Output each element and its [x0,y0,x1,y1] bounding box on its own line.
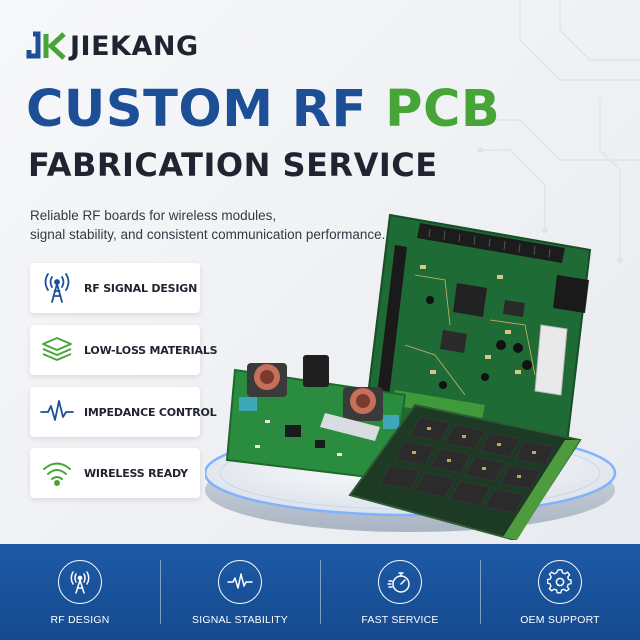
joystick-control-pcb [225,355,407,482]
feature-label: WIRELESS READY [84,466,188,480]
feature-card-low-loss-materials: LOW-LOSS MATERIALS [30,325,218,375]
subtitle: Reliable RF boards for wireless modules,… [30,206,410,244]
feature-card-impedance-control: IMPEDANCE CONTROL [30,387,217,437]
stopwatch-icon [387,572,410,593]
headline-line-2: FABRICATION SERVICE [28,146,438,184]
footer-label: SIGNAL STABILITY [192,614,288,626]
headline-line-1: CUSTOM RF PCB [26,80,500,139]
footer-icon-circle [378,560,422,604]
footer-icon-circle [218,560,262,604]
footer-item-oem-support: OEM SUPPORT [480,544,640,640]
pcb-product-illustration [205,213,617,540]
layers-icon [42,337,72,361]
footer-label: FAST SERVICE [361,614,439,626]
waveform-icon [227,573,253,589]
waveform-icon [40,400,74,421]
footer-label: OEM SUPPORT [520,614,600,626]
footer-label: RF DESIGN [50,614,110,626]
feature-label: RF SIGNAL DESIGN [84,281,198,295]
brand-name: JIEKANG [70,30,199,62]
feature-label: LOW-LOSS MATERIALS [84,343,218,357]
brand-logo: JIEKANG [26,30,199,62]
footer-item-fast-service: FAST SERVICE [320,544,480,640]
subtitle-line-1: Reliable RF boards for wireless modules, [30,208,277,223]
wifi-icon [43,462,71,486]
rf-module-panel [348,403,582,540]
headline-blue-text: CUSTOM RF [26,80,367,139]
antenna-tower-icon [44,273,70,303]
antenna-tower-icon [70,571,90,594]
footer-services-bar: RF DESIGN SIGNAL STABILITY FAST SERVICE [0,544,640,640]
feature-card-rf-signal-design: RF SIGNAL DESIGN [30,263,200,313]
subtitle-line-2: signal stability, and consistent communi… [30,227,386,242]
footer-item-signal-stability: SIGNAL STABILITY [160,544,320,640]
footer-item-rf-design: RF DESIGN [0,544,160,640]
footer-icon-circle [538,560,582,604]
main-rf-pcb-board [363,213,592,462]
gear-icon [547,569,572,594]
headline-green-text: PCB [385,80,501,139]
footer-icon-circle [58,560,102,604]
feature-card-wireless-ready: WIRELESS READY [30,448,200,498]
feature-label: IMPEDANCE CONTROL [84,405,217,419]
jk-logo-mark-icon [26,31,66,60]
